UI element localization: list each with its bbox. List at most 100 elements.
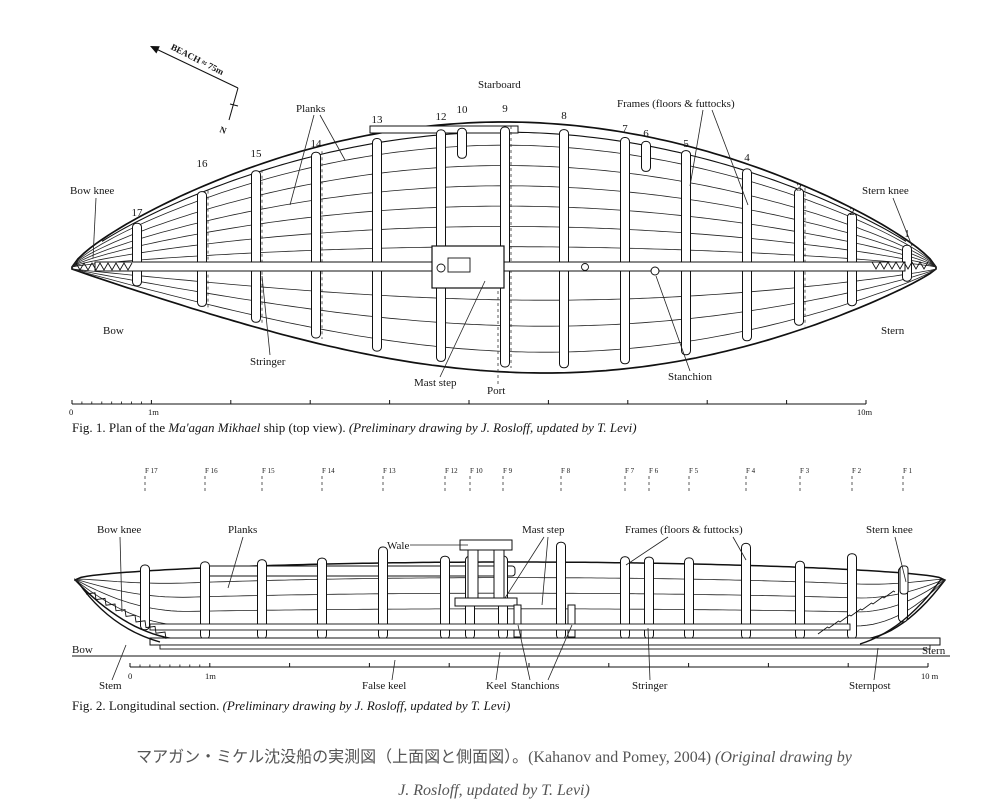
figure2-caption: Fig. 2. Longitudinal section. (Prelimina… xyxy=(72,698,510,713)
frame-number: 8 xyxy=(561,110,567,122)
frames-label: Frames (floors & futtocks) xyxy=(625,524,743,536)
beach-arrow-line xyxy=(151,46,239,89)
frame-marker: F 10 xyxy=(470,467,483,475)
bow-knee-label: Bow knee xyxy=(97,524,141,536)
planks-label: Planks xyxy=(228,524,257,536)
leader-line xyxy=(92,197,97,259)
north-arrow-line xyxy=(228,87,239,121)
stringer-label: Stringer xyxy=(632,680,668,692)
frame-number: 4 xyxy=(744,152,750,164)
frame-marker: F 14 xyxy=(322,467,335,475)
stern-label: Stern xyxy=(881,325,905,337)
frame-marker: F 8 xyxy=(561,467,571,475)
caption-credit: (Preliminary drawing by J. Rosloff, upda… xyxy=(349,420,637,435)
caption-original-credit: (Original drawing by xyxy=(715,749,853,766)
leader-line xyxy=(732,536,747,561)
leader-line xyxy=(261,275,271,356)
stanchion-label: Stanchion xyxy=(668,371,712,383)
plan-frame-numbers: 17 16 15 14 13 12 10 9 8 7 6 5 4 3 2 1 xyxy=(132,103,910,240)
frame-number: 12 xyxy=(436,111,447,123)
leader-line xyxy=(289,114,315,206)
leader-line xyxy=(517,624,531,681)
leader-line xyxy=(541,536,549,606)
frame-marker: F 6 xyxy=(649,467,659,475)
frame-marker: F 12 xyxy=(445,467,458,475)
frame-number: 2 xyxy=(849,206,855,218)
stem xyxy=(77,581,161,643)
leader-line xyxy=(227,536,244,589)
caption-credit: (Preliminary drawing by J. Rosloff, upda… xyxy=(223,698,511,713)
caption-mid: ship (top view). xyxy=(260,420,348,435)
frame xyxy=(742,168,752,342)
leader-line xyxy=(647,627,651,681)
stringer-peg xyxy=(581,263,589,271)
leader-line xyxy=(711,109,749,206)
stanchion xyxy=(513,604,522,638)
frame-number: 17 xyxy=(132,207,144,219)
leader-line xyxy=(319,114,346,161)
frame xyxy=(794,188,804,326)
starboard-label: Starboard xyxy=(478,79,521,91)
north-label: N xyxy=(218,124,228,136)
frame xyxy=(847,212,857,307)
frame xyxy=(132,222,142,287)
scale-start-label: 0 xyxy=(69,407,73,417)
mast-step-post xyxy=(467,549,479,603)
stern-knee-label: Stern knee xyxy=(862,185,909,197)
leader-line xyxy=(391,659,396,681)
leader-line xyxy=(495,651,501,681)
leader-line xyxy=(894,536,907,583)
scale-1m-label: 1m xyxy=(205,671,216,681)
plan-scale-bar xyxy=(71,400,867,405)
frame-number: 3 xyxy=(796,182,802,194)
frame xyxy=(681,150,691,356)
frame-number: 16 xyxy=(197,158,209,170)
frame-marker: F 7 xyxy=(625,467,635,475)
frame xyxy=(140,564,150,631)
leader-line xyxy=(119,536,123,613)
section-frame-markers: F 17 F 16 F 15 F 14 F 13 F 12 F 10 F 9 F… xyxy=(145,467,913,475)
frame xyxy=(641,140,651,172)
stern-knee xyxy=(871,261,929,270)
frame xyxy=(372,138,382,352)
frame-marker: F 1 xyxy=(903,467,913,475)
frame-number: 13 xyxy=(372,114,384,126)
leader-line xyxy=(504,536,545,599)
section-leader-lines xyxy=(111,536,907,681)
caption-ship-name: Ma'agan Mikhael xyxy=(167,420,260,435)
bottom-caption-line-1: マアガン・ミケル沈没船の実測図（上面図と側面図）。(Kahanov and Po… xyxy=(136,748,853,766)
leader-line xyxy=(625,536,669,566)
keel xyxy=(149,637,941,646)
frame-marker: F 13 xyxy=(383,467,396,475)
scale-10m-label: 10 m xyxy=(921,671,939,681)
frame-number: 6 xyxy=(643,128,649,140)
leader-line xyxy=(689,109,704,187)
stern-knee xyxy=(817,590,896,635)
stern-label: Stern xyxy=(922,645,946,657)
scale-start-label: 0 xyxy=(128,671,132,681)
section-hull-drawing xyxy=(72,539,950,657)
plan-hull-drawing xyxy=(71,121,937,374)
frame-marker: F 15 xyxy=(262,467,275,475)
frame xyxy=(251,170,261,323)
frame-marker: F 2 xyxy=(852,467,862,475)
leader-line xyxy=(655,275,691,372)
scale-1m-label: 1m xyxy=(148,407,159,417)
frame-number: 7 xyxy=(622,123,628,135)
keel-label: Keel xyxy=(486,680,507,692)
stanchions-label: Stanchions xyxy=(511,680,559,692)
leader-line xyxy=(111,644,127,681)
frames-label: Frames (floors & futtocks) xyxy=(617,98,735,110)
stringer-label: Stringer xyxy=(250,356,286,368)
frame-marker: F 4 xyxy=(746,467,756,475)
bow-knee-label: Bow knee xyxy=(70,185,114,197)
frame-number: 15 xyxy=(251,148,263,160)
frame-number: 9 xyxy=(502,103,508,115)
north-arrow-tick xyxy=(229,103,239,107)
stanchion xyxy=(567,604,576,638)
frame xyxy=(457,127,467,159)
stringer xyxy=(149,623,851,631)
section-view: F 17 F 16 F 15 F 14 F 13 F 12 F 10 F 9 F… xyxy=(72,467,950,713)
false-keel-label: False keel xyxy=(362,680,406,692)
